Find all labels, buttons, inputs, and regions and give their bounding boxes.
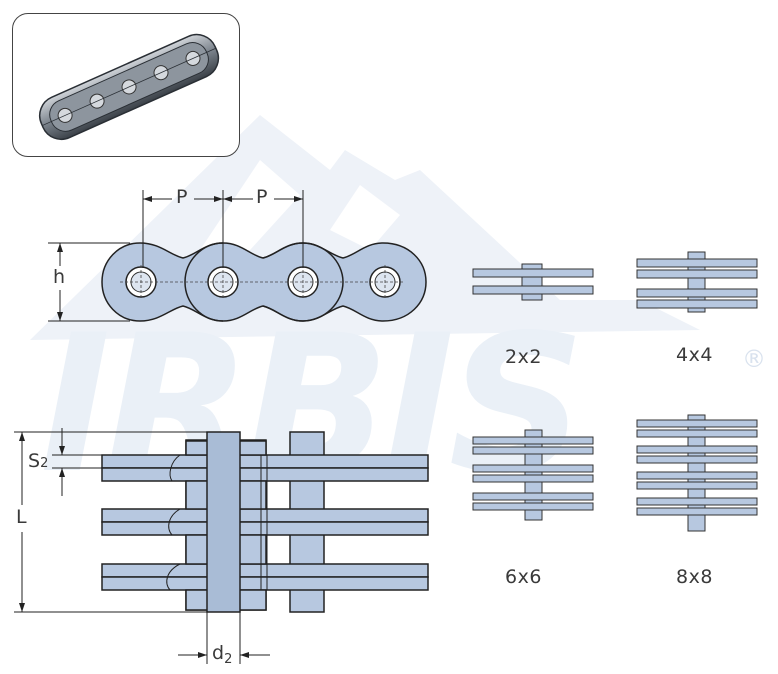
thickness-label: S2 [28, 450, 49, 472]
variant-6x6-schematic [472, 429, 594, 521]
variant-label-8x8: 8x8 [676, 566, 713, 588]
variant-8x8-schematic [636, 414, 758, 532]
pin-diameter-label: d2 [212, 642, 233, 667]
variant-label-6x6: 6x6 [505, 566, 542, 588]
variant-2x2-schematic [472, 263, 594, 301]
roller-chain-photo-icon [38, 33, 220, 141]
length-label: L [16, 506, 27, 528]
registered-mark: ® [742, 345, 766, 373]
product-photo-frame [12, 13, 240, 157]
variant-label-2x2: 2x2 [505, 346, 542, 368]
height-label: h [53, 266, 66, 288]
variant-label-4x4: 4x4 [676, 344, 713, 366]
pitch-label-2: P [256, 186, 268, 208]
pitch-label-1: P [176, 186, 188, 208]
variant-4x4-schematic [636, 251, 758, 313]
watermark-mountain-snow [200, 160, 400, 250]
